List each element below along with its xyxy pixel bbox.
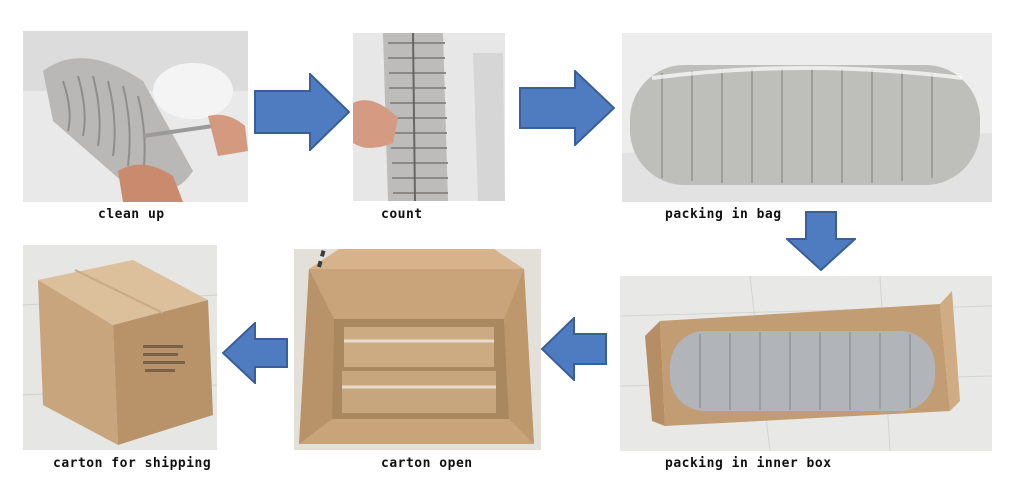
photo-carton-for-shipping (23, 245, 217, 450)
caption-packing-in-inner-box: packing in inner box (665, 456, 832, 471)
caption-carton-for-shipping: carton for shipping (53, 456, 211, 471)
arrow-left-icon (541, 317, 607, 381)
photo-carton-open (294, 249, 541, 450)
caption-packing-in-bag: packing in bag (665, 207, 782, 222)
photo-clean-up (23, 31, 248, 202)
photo-packing-in-bag (622, 33, 992, 202)
caption-clean-up: clean up (98, 207, 165, 222)
arrow-down-icon (786, 211, 856, 271)
photo-packing-in-inner-box (620, 276, 992, 451)
arrow-right-icon (519, 70, 615, 146)
caption-count: count (381, 207, 423, 222)
photo-count (353, 33, 505, 201)
arrow-right-icon (254, 73, 350, 151)
arrow-left-icon (222, 322, 288, 384)
caption-carton-open: carton open (381, 456, 473, 471)
